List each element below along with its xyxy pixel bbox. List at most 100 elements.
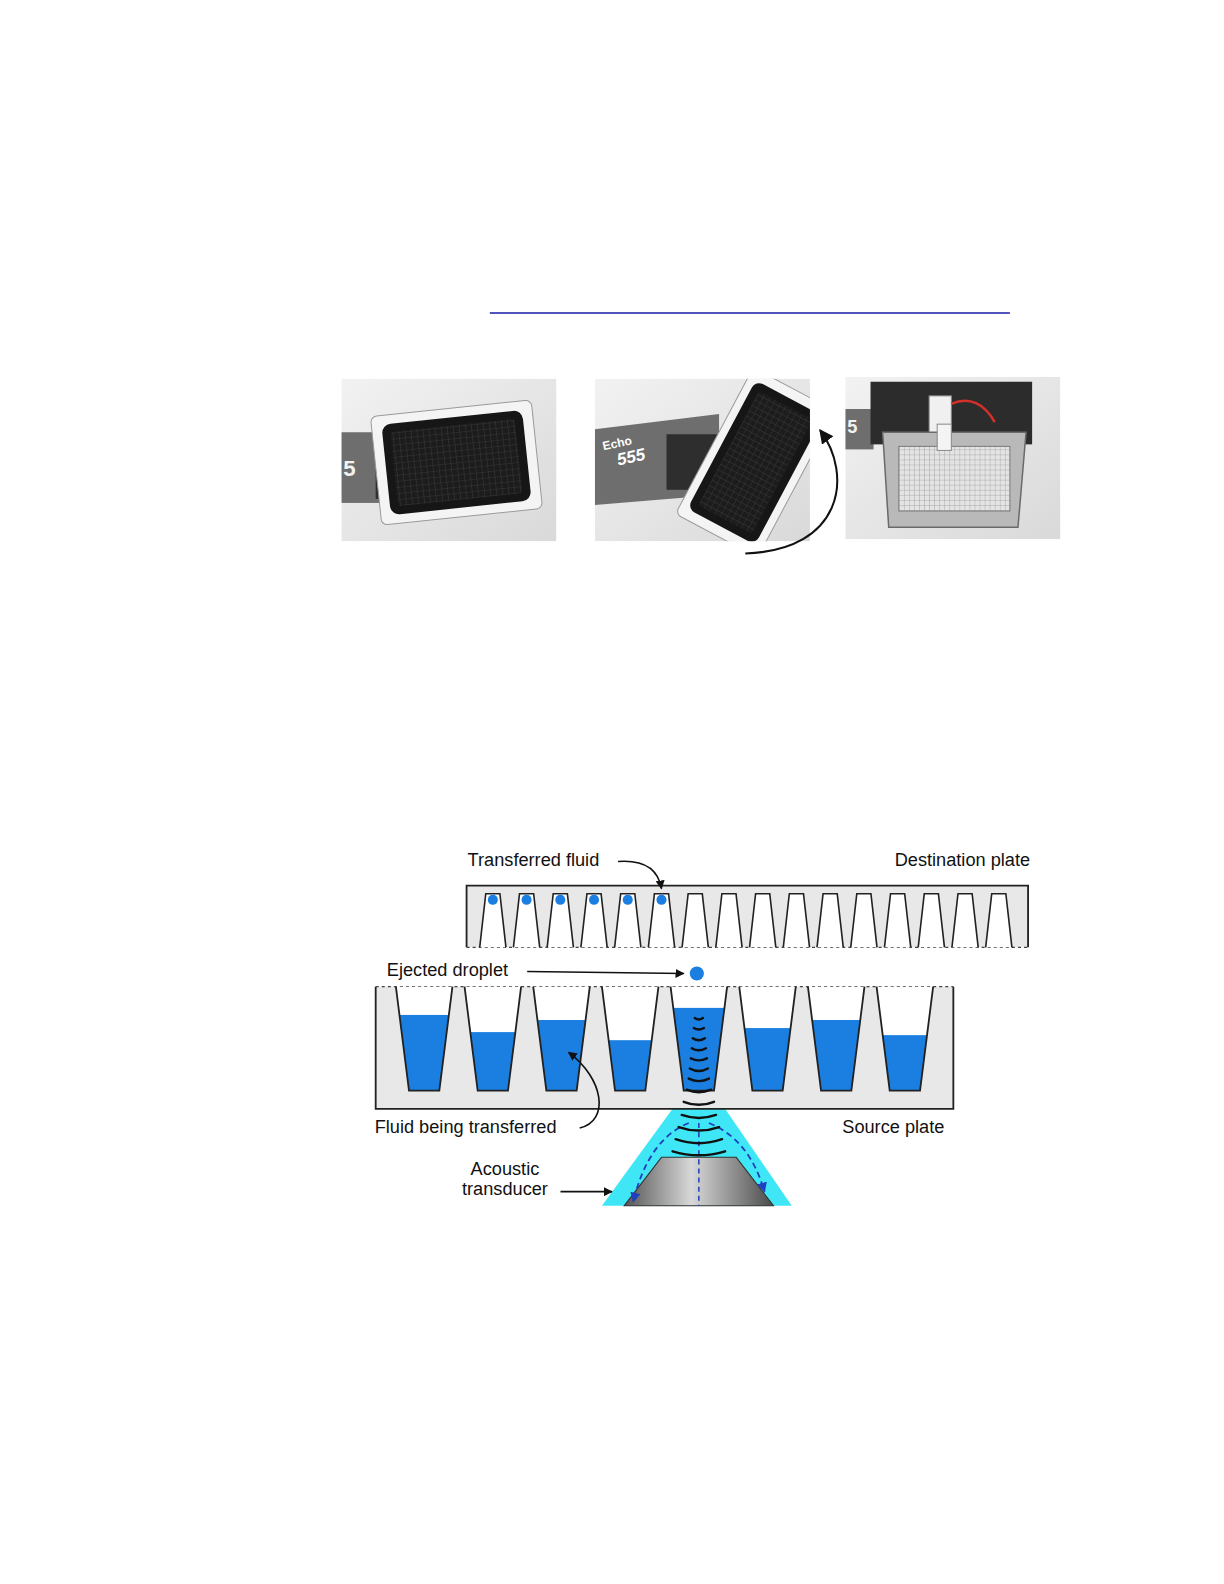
plate-label: Source plate	[842, 1117, 944, 1138]
plate-label: Destination plate	[869, 850, 1031, 871]
photo-plate-loaded-part-part	[381, 410, 531, 515]
destination-plate-part	[467, 886, 1029, 948]
source-plate-part	[376, 987, 954, 1109]
source-plate-part	[396, 987, 933, 1091]
callout-label: Transferred fluid	[468, 850, 600, 871]
acoustic-waves-part	[693, 1038, 705, 1040]
leader-arrows-part	[527, 972, 684, 974]
panel-number: 5	[343, 455, 355, 481]
source-plate-part	[376, 986, 954, 987]
acoustic-waves-part	[689, 1079, 709, 1082]
acoustic-waves-part	[679, 1127, 719, 1131]
photo-plate-loaded-part-part	[390, 419, 522, 506]
destination-plate-part	[480, 894, 506, 948]
leader-arrows-part	[618, 861, 661, 889]
destination-plate-part	[547, 894, 573, 948]
transferred-droplets-part	[488, 895, 498, 905]
acoustic-transducer-part	[709, 1123, 765, 1192]
transferred-droplets-part	[656, 895, 666, 905]
destination-plate-part	[918, 894, 944, 948]
acoustic-waves-part	[692, 1048, 706, 1050]
photo-plate-holder-part	[937, 424, 951, 450]
photo-plate-holder-part	[845, 377, 1060, 540]
photo-plate-holder-part	[951, 401, 994, 422]
acoustic-waves-part	[676, 1139, 722, 1143]
source-plate-part-part	[598, 1040, 663, 1092]
source-plate-part-part	[396, 987, 453, 1091]
photo-plate-flipping	[595, 379, 810, 542]
source-plate	[376, 987, 954, 1109]
destination-plate-part	[581, 894, 607, 948]
acoustic-waves-part	[695, 1018, 703, 1020]
transferred-droplets-part	[589, 895, 599, 905]
source-plate-part-part	[739, 987, 796, 1091]
source-plate-part-part	[465, 987, 522, 1091]
photo-plate-flipping-part-part	[687, 380, 810, 541]
destination-plate-part	[615, 894, 641, 948]
photo-plate-loaded-part	[370, 400, 542, 525]
transferred-droplets-part	[555, 895, 565, 905]
acoustic-waves-part	[694, 1028, 704, 1030]
acoustic-waves-part	[687, 1090, 711, 1093]
acoustic-transducer-part	[602, 1109, 792, 1206]
flip-arrow	[745, 430, 837, 553]
destination-plate-part	[986, 894, 1012, 948]
source-plate-part-part	[533, 987, 590, 1091]
destination-plate-part	[467, 886, 1029, 948]
photo-plate-flipping-part-part	[698, 391, 810, 534]
leader-arrows	[527, 861, 684, 1191]
photo-plate-loaded	[341, 379, 556, 542]
callout-label: Acoustic transducer	[451, 1158, 558, 1198]
destination-plate-part	[817, 894, 843, 948]
source-plate-part-part	[877, 987, 934, 1091]
destination-plate-part	[783, 894, 809, 948]
destination-plate	[467, 886, 1029, 948]
acoustic-waves-part	[673, 1151, 726, 1155]
destination-plate-part	[513, 894, 539, 948]
leader-arrows-part	[560, 1191, 612, 1193]
transferred-droplets	[488, 895, 667, 905]
transferred-droplets-part	[623, 895, 633, 905]
acoustic-transducer-part	[633, 1123, 689, 1202]
photo-plate-holder-part	[899, 446, 1010, 511]
callout-label: Fluid being transferred	[375, 1117, 557, 1138]
transferred-droplets-part	[522, 895, 532, 905]
source-plate-part-part	[808, 987, 865, 1091]
destination-plate-part	[682, 894, 708, 948]
callout-label: Ejected droplet	[387, 959, 508, 980]
photo-plate-loaded-part-part	[370, 400, 542, 525]
photo-plate-flipping-part	[676, 379, 810, 542]
destination-plate-part	[648, 894, 674, 948]
source-plate-part-part	[671, 987, 728, 1091]
destination-plate-part	[952, 894, 978, 948]
acoustic-waves-part	[682, 1115, 716, 1118]
acoustic-waves-part	[691, 1058, 707, 1060]
photo-plate-holder	[845, 377, 1060, 540]
photo-plate-holder-part	[883, 432, 1026, 527]
destination-plate-part	[716, 894, 742, 948]
leader-arrows-part	[569, 1052, 600, 1128]
acoustic-waves-part	[690, 1068, 708, 1071]
ejected-droplet	[690, 966, 704, 980]
instrument-model: 555	[615, 445, 647, 470]
panel-number: 5	[847, 417, 857, 438]
photo-plate-loaded-part	[341, 379, 556, 542]
source-plate-part-part	[602, 987, 659, 1091]
photo-plate-flipping-part-part	[676, 379, 810, 542]
destination-plate-part	[750, 894, 776, 948]
source-plate-part	[376, 987, 954, 1109]
source-plate-part-part	[667, 1008, 732, 1092]
acoustic-waves	[673, 1018, 726, 1155]
destination-plate-part	[884, 894, 910, 948]
destination-plate-part	[851, 894, 877, 948]
source-plate-part	[392, 1008, 937, 1092]
photo-plate-holder-part	[845, 409, 873, 449]
acoustic-transducer	[602, 1109, 792, 1206]
source-plate-part-part	[873, 1035, 938, 1092]
acoustic-waves-part	[684, 1102, 714, 1105]
acoustic-transducer-part	[698, 1123, 700, 1206]
source-plate-part-part	[461, 1032, 526, 1092]
